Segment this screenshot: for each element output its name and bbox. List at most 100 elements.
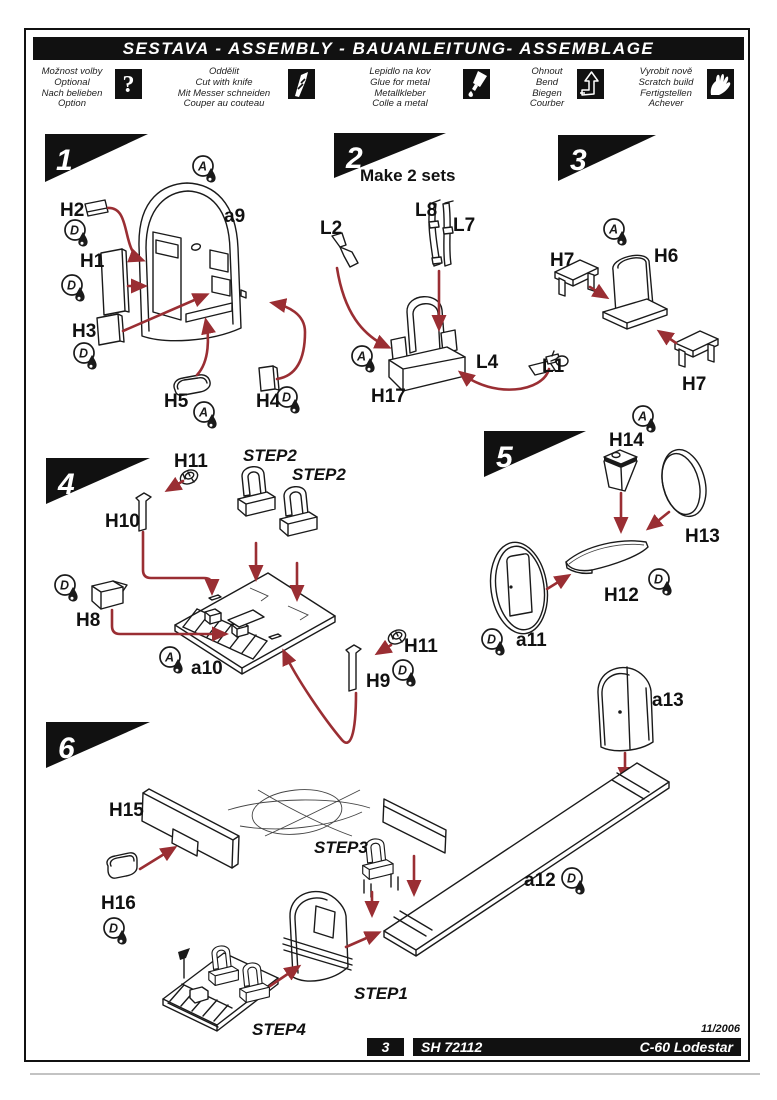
glue-mark-A: A (159, 646, 183, 674)
part-h7-right (674, 330, 719, 368)
step2-seat-a (237, 465, 276, 517)
svg-text:D: D (109, 922, 118, 936)
part-h10-angle (135, 492, 152, 532)
label-l2: L2 (320, 218, 343, 239)
label-step2: STEP2 (243, 446, 297, 465)
svg-text:A: A (197, 160, 207, 174)
label-l7: L7 (453, 215, 476, 236)
label-h11: H11 (404, 636, 438, 657)
svg-text:A: A (608, 223, 618, 237)
label-step4: STEP4 (252, 1020, 306, 1039)
part-h17-seat (388, 296, 466, 392)
step-5-flag: 5 (484, 431, 586, 477)
part-h12-shelf (565, 540, 649, 575)
label-a12: a12 (524, 870, 556, 891)
question-icon: ? (115, 69, 142, 99)
glue-mark-A: A (603, 218, 627, 246)
part-h3 (96, 313, 125, 346)
svg-text:6: 6 (58, 732, 75, 765)
part-h8-box (91, 580, 128, 610)
svg-text:1: 1 (56, 144, 73, 177)
part-h15-panel (141, 788, 240, 869)
part-h6-seat (602, 254, 668, 330)
svg-text:D: D (398, 664, 407, 678)
svg-text:A: A (356, 350, 366, 364)
bend-arrow-icon (577, 69, 604, 99)
page-number-box: 3 (367, 1038, 404, 1056)
step-6-flag: 6 (46, 722, 150, 768)
glue-mark-D: D (54, 574, 78, 602)
label-l8: L8 (415, 200, 438, 221)
label-h6: H6 (654, 246, 679, 267)
label-h8: H8 (76, 610, 101, 631)
label-h11: H11 (174, 451, 208, 472)
svg-text:4: 4 (57, 468, 75, 501)
label-h4: H4 (256, 391, 281, 412)
glue-mark-A: A (632, 405, 656, 433)
part-l1-buckle (550, 355, 569, 367)
label-h2: H2 (60, 200, 85, 221)
svg-text:D: D (70, 224, 79, 238)
part-h14-bucket (603, 449, 638, 492)
svg-text:D: D (60, 579, 69, 593)
svg-text:D: D (282, 391, 291, 405)
svg-text:2: 2 (345, 142, 363, 175)
label-h16: H16 (101, 893, 136, 914)
label-h7: H7 (550, 250, 575, 271)
label-h17: H17 (371, 386, 406, 407)
svg-text:D: D (567, 872, 576, 886)
glue-bottle-icon (463, 69, 490, 99)
label-h14: H14 (609, 430, 644, 451)
svg-text:A: A (637, 410, 647, 424)
label-h1: H1 (80, 251, 105, 272)
kit-code: SH 72112 (421, 1039, 483, 1055)
label-h5: H5 (164, 391, 189, 412)
part-l2-seatbelt (331, 232, 359, 268)
glue-mark-D: D (103, 917, 127, 945)
label-h12: H12 (604, 585, 639, 606)
glue-mark-D: D (481, 628, 505, 656)
label-l4: L4 (476, 352, 499, 373)
label-h7: H7 (682, 374, 707, 395)
kit-name: C-60 Lodestar (639, 1039, 733, 1055)
glue-mark-D: D (392, 659, 416, 687)
step-6-art (106, 762, 670, 1032)
svg-text:5: 5 (496, 441, 514, 474)
glue-mark-A: A (193, 401, 217, 429)
glue-mark-D: D (276, 386, 300, 414)
kit-bar: SH 72112 C-60 Lodestar (413, 1038, 741, 1056)
step-3-flag: 3 (558, 135, 656, 181)
footer-date: 11/2006 (701, 1023, 740, 1035)
part-a11-bulkhead (489, 541, 549, 635)
label-a9: a9 (224, 206, 246, 227)
glue-mark-D: D (64, 219, 88, 247)
step-2-art (331, 199, 569, 392)
step4-assembly (162, 945, 279, 1032)
page-border-frame (24, 28, 750, 1062)
svg-text:D: D (79, 347, 88, 361)
step-4-art (91, 465, 409, 744)
step-5-art (489, 448, 707, 784)
scan-edge (30, 1073, 760, 1075)
step-3-art (554, 254, 719, 368)
label-a11: a11 (516, 630, 547, 651)
svg-text:A: A (198, 406, 208, 420)
label-a13: a13 (652, 690, 684, 711)
glue-mark-D: D (73, 342, 97, 370)
label-step2: STEP2 (292, 465, 346, 484)
svg-text:3: 3 (570, 144, 587, 177)
glue-mark-D: D (61, 274, 85, 302)
assembled-h15-bar (382, 798, 447, 854)
step2-seat-b (279, 485, 318, 537)
part-h2 (84, 199, 109, 217)
part-a12-floor (383, 762, 670, 957)
svg-text:D: D (67, 279, 76, 293)
step-2-flag: 2 (334, 133, 446, 178)
glue-mark-A: A (351, 345, 375, 373)
